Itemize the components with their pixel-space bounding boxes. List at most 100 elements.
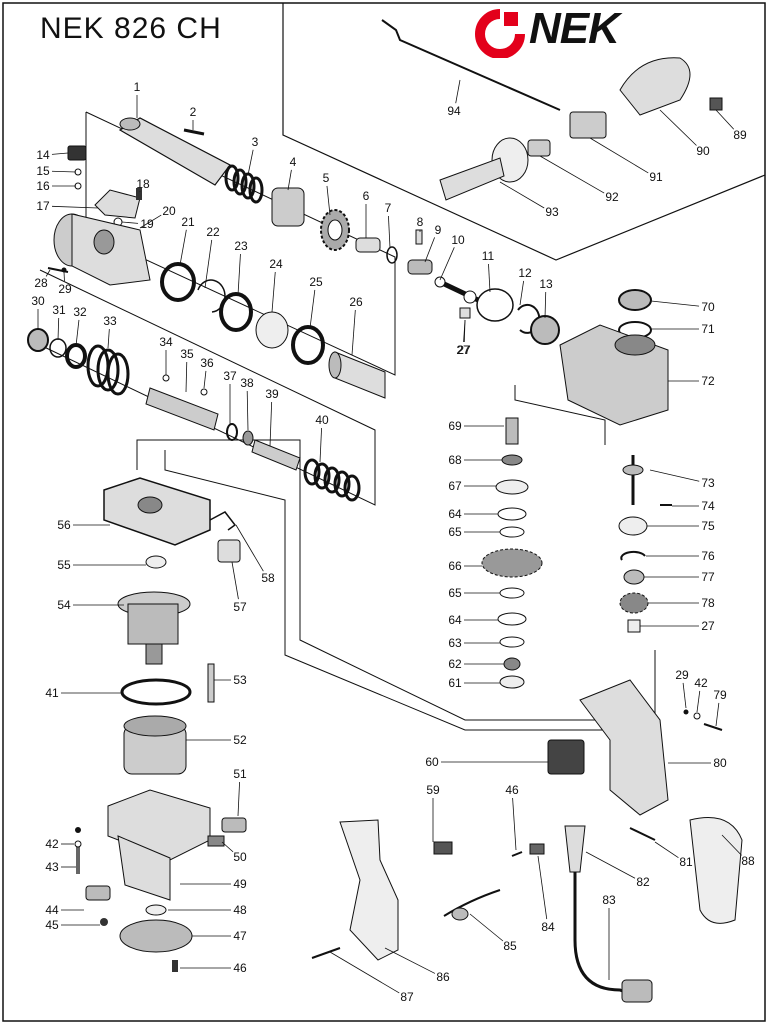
callout-55: 55 bbox=[57, 558, 71, 572]
callout-27: 27 bbox=[456, 343, 470, 357]
callout-49: 49 bbox=[233, 877, 247, 891]
stator-part-52 bbox=[123, 715, 187, 775]
bearing-part-24 bbox=[255, 311, 289, 349]
spring-part-3 bbox=[224, 164, 264, 204]
callout-15: 15 bbox=[36, 164, 50, 178]
washer-part-29b bbox=[75, 827, 81, 833]
crank-shaft-part-73 bbox=[622, 455, 644, 505]
callout-52: 52 bbox=[233, 733, 247, 747]
leader-line-3 bbox=[247, 149, 254, 176]
washer-part-64b bbox=[497, 612, 527, 626]
gear-part-78 bbox=[619, 592, 649, 614]
callout-80: 80 bbox=[713, 756, 727, 770]
callout-58: 58 bbox=[261, 571, 275, 585]
callout-20: 20 bbox=[162, 204, 176, 218]
callout-54: 54 bbox=[57, 598, 71, 612]
shaft-part-69 bbox=[505, 417, 519, 445]
leader-line-33 bbox=[107, 328, 110, 349]
leader-line-58 bbox=[235, 524, 264, 572]
leader-line-31 bbox=[57, 317, 60, 341]
leader-line-22 bbox=[204, 239, 213, 289]
callout-42: 42 bbox=[45, 837, 59, 851]
switch-part-60 bbox=[547, 739, 585, 775]
leader-line-9 bbox=[424, 237, 435, 263]
spring-part-33 bbox=[86, 344, 130, 396]
washer-part-38 bbox=[242, 430, 254, 446]
leader-line-10 bbox=[439, 247, 455, 281]
leader-line-38 bbox=[246, 390, 249, 431]
bearing-part-61 bbox=[499, 675, 525, 689]
leader-line-26 bbox=[351, 309, 356, 356]
leader-line-17 bbox=[51, 205, 99, 209]
callout-11: 11 bbox=[481, 249, 495, 263]
gearbox-cover-part-72 bbox=[559, 324, 669, 426]
leader-line-39 bbox=[269, 401, 273, 447]
logo-mark-icon bbox=[475, 8, 526, 59]
callout-91: 91 bbox=[649, 170, 663, 184]
callout-94: 94 bbox=[447, 104, 461, 118]
callout-86: 86 bbox=[436, 970, 450, 984]
callout-31: 31 bbox=[52, 303, 66, 317]
callout-66: 66 bbox=[448, 559, 462, 573]
oring-part-31 bbox=[49, 338, 67, 358]
spring-clip-part-58 bbox=[209, 511, 237, 531]
leader-line-73 bbox=[649, 469, 700, 482]
bolt-part-89 bbox=[709, 97, 723, 111]
plug-part-83 bbox=[621, 979, 653, 1003]
callout-10: 10 bbox=[451, 233, 465, 247]
leader-line-92 bbox=[539, 155, 605, 194]
oring-part-37 bbox=[226, 423, 238, 441]
diagram-title: NEK 826 CH bbox=[40, 12, 222, 45]
leader-line-51 bbox=[237, 781, 240, 817]
callout-29: 29 bbox=[58, 282, 72, 296]
callout-39: 39 bbox=[265, 387, 279, 401]
callout-79: 79 bbox=[713, 688, 727, 702]
callout-28: 28 bbox=[34, 276, 48, 290]
leader-lines bbox=[37, 79, 742, 994]
callout-21: 21 bbox=[181, 215, 195, 229]
leader-line-70 bbox=[650, 300, 700, 307]
circlip-part-76 bbox=[620, 550, 646, 561]
callout-23: 23 bbox=[234, 239, 248, 253]
callout-5: 5 bbox=[322, 171, 330, 185]
leader-line-29 bbox=[682, 682, 687, 709]
callout-71: 71 bbox=[701, 322, 715, 336]
callout-70: 70 bbox=[701, 300, 715, 314]
washer-part-42a bbox=[74, 840, 82, 848]
leader-line-93 bbox=[499, 181, 545, 209]
callout-77: 77 bbox=[701, 570, 715, 584]
callout-64: 64 bbox=[448, 613, 462, 627]
pin-part bbox=[183, 128, 205, 136]
leader-line-20 bbox=[139, 214, 162, 229]
leader-line-7 bbox=[388, 215, 391, 249]
plate-part-17 bbox=[94, 189, 141, 219]
callout-35: 35 bbox=[180, 347, 194, 361]
oring-part-11 bbox=[476, 288, 514, 322]
nut-part-62 bbox=[503, 657, 521, 671]
callout-27-dup: 27 bbox=[701, 619, 715, 633]
leader-line-85 bbox=[469, 913, 504, 942]
callout-29-dup: 29 bbox=[675, 668, 689, 682]
brush-holder-part-44 bbox=[85, 885, 111, 901]
bearing-part-55 bbox=[145, 555, 167, 569]
leader-line-50 bbox=[221, 841, 234, 853]
striker-part-39 bbox=[251, 439, 301, 471]
leader-line-88 bbox=[721, 834, 742, 856]
bearing-part-48 bbox=[145, 904, 167, 916]
callout-30: 30 bbox=[31, 294, 45, 308]
leader-line-82 bbox=[585, 851, 636, 879]
callout-56: 56 bbox=[57, 518, 71, 532]
leader-line-4 bbox=[287, 169, 292, 191]
callout-42-dup: 42 bbox=[694, 676, 708, 690]
callout-83: 83 bbox=[602, 893, 616, 907]
leader-line-81 bbox=[654, 841, 679, 858]
screw-part-46b bbox=[511, 851, 523, 857]
pin-part-8 bbox=[415, 229, 423, 245]
callout-46: 46 bbox=[233, 961, 247, 975]
callout-19: 19 bbox=[140, 217, 154, 231]
ball-part-36 bbox=[200, 388, 208, 396]
callout-93: 93 bbox=[545, 205, 559, 219]
motor-housing-part-49 bbox=[107, 789, 211, 901]
leader-line-35 bbox=[185, 361, 188, 393]
